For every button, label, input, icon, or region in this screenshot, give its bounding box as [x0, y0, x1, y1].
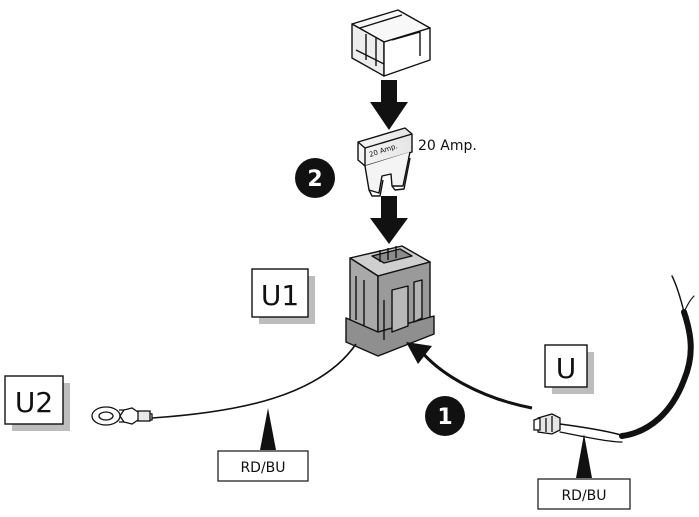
fuse-holder-connector [345, 245, 435, 357]
label-u2-text: U2 [15, 386, 53, 419]
wire-to-ring-terminal [151, 343, 357, 419]
step-2-badge: 2 [295, 158, 335, 198]
connector-plug [533, 413, 561, 435]
step-1-number: 1 [437, 405, 452, 430]
wire-color-pointer-left [260, 408, 276, 450]
ring-terminal [91, 406, 153, 426]
vehicle-cable [559, 275, 695, 443]
arrow-down-icon [370, 80, 408, 130]
wire-color-pointer-right [576, 434, 592, 478]
wire-color-left-text: RD/BU [240, 460, 285, 476]
blade-fuse [357, 127, 413, 197]
wire-color-label-left: RD/BU [217, 450, 309, 482]
wire-color-label-right: RD/BU [537, 478, 631, 510]
label-u-text: U [556, 352, 577, 385]
label-u2: U2 [4, 375, 70, 431]
fuse-rating-label: 20 Amp. [418, 138, 477, 154]
wire-color-right-text: RD/BU [561, 488, 606, 504]
label-u: U [544, 344, 594, 394]
label-u1-text: U1 [261, 279, 299, 312]
step-1-badge: 1 [425, 396, 465, 436]
step-2-number: 2 [307, 167, 322, 192]
arrow-down-icon [370, 196, 408, 244]
fuse-cap [351, 9, 431, 77]
curved-arrow-icon [406, 342, 533, 410]
label-u1: U1 [251, 268, 315, 324]
